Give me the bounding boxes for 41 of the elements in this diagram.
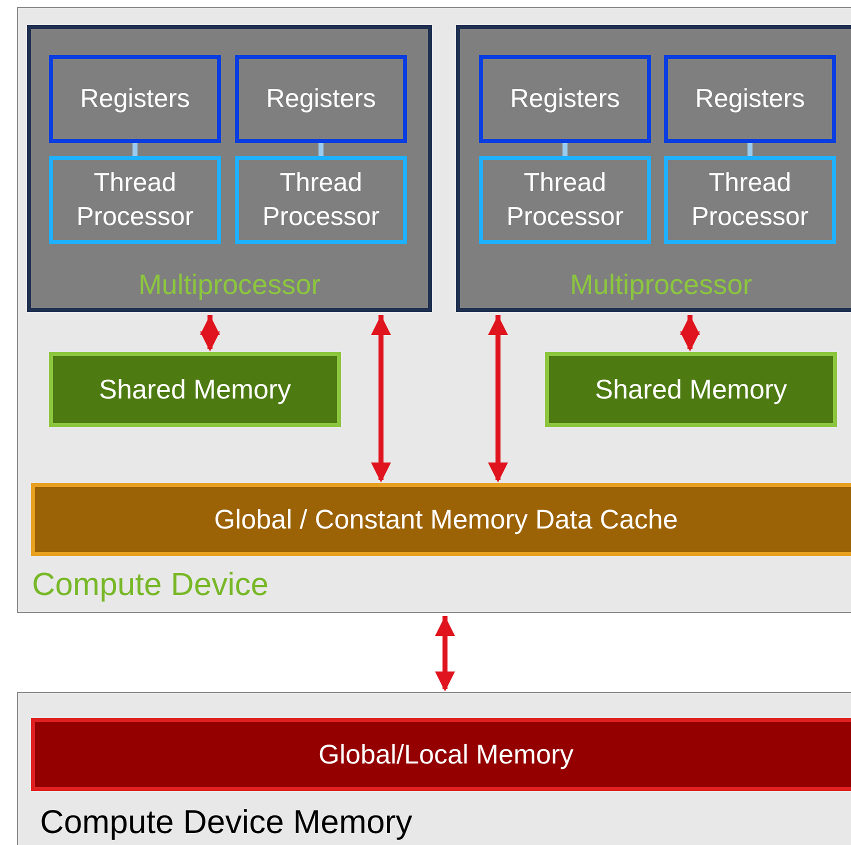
panel-label: Compute Device Memory — [40, 802, 412, 842]
box-label: Thread Processor — [505, 166, 625, 233]
box-label: Thread Processor — [690, 166, 810, 233]
thread-processor-box — [664, 156, 836, 244]
device-panel — [17, 7, 851, 613]
box-label: Thread Processor — [261, 166, 381, 233]
box-label: Shared Memory — [98, 372, 292, 406]
box-label: Registers — [265, 82, 377, 116]
connector-line — [318, 143, 324, 156]
cache-box — [31, 483, 851, 556]
registers-box — [479, 55, 651, 143]
double-arrow — [680, 315, 700, 352]
thread-processor-box — [235, 156, 407, 244]
box-label: Shared Memory — [594, 372, 788, 406]
multiprocessor-box — [27, 25, 432, 312]
connector-line — [748, 143, 752, 156]
box-label: Thread Processor — [75, 166, 195, 233]
multiprocessor-box — [456, 25, 851, 312]
registers-box — [49, 55, 221, 143]
box-label: Registers — [509, 82, 621, 116]
double-arrow — [200, 315, 220, 352]
box-label: Registers — [694, 82, 806, 116]
registers-box — [664, 55, 836, 143]
shared-memory-box — [545, 352, 837, 427]
connector-line — [132, 143, 138, 156]
memory-panel — [17, 692, 851, 845]
memory-box — [31, 718, 851, 791]
registers-box — [235, 55, 407, 143]
thread-processor-box — [479, 156, 651, 244]
connector-line — [562, 143, 568, 156]
thread-processor-box — [49, 156, 221, 244]
multiprocessor-label: Multiprocessor — [568, 268, 754, 302]
panel-label: Compute Device — [32, 565, 269, 604]
double-arrow — [435, 616, 455, 692]
box-label: Global/Local Memory — [317, 738, 575, 772]
box-label: Registers — [79, 82, 191, 116]
double-arrow — [371, 315, 391, 482]
double-arrow — [488, 315, 508, 482]
shared-memory-box — [49, 352, 341, 427]
multiprocessor-label: Multiprocessor — [137, 268, 322, 302]
box-label: Global / Constant Memory Data Cache — [213, 502, 679, 536]
